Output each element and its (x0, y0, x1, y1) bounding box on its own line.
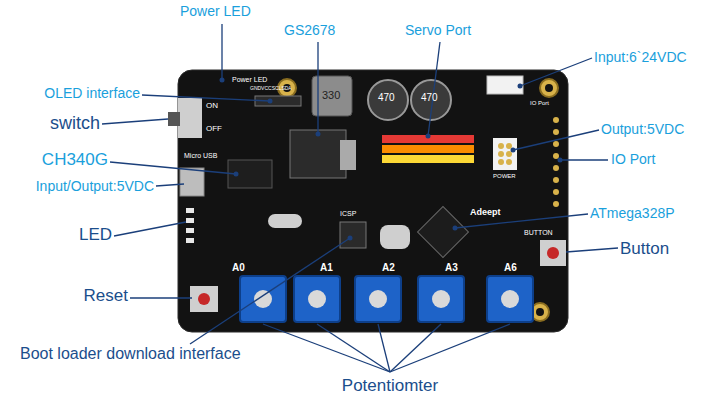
callout-label: LED (79, 226, 112, 245)
silkscreen-text: BUTTON (524, 229, 553, 237)
callout-label: Boot loader download interface (20, 345, 241, 363)
silkscreen-text: Power LED (232, 76, 267, 84)
callout-label: Button (620, 240, 669, 259)
silkscreen-text: Micro USB (184, 152, 217, 160)
callout-label: GS2678 (284, 23, 335, 38)
callout-label: OLED interface (44, 86, 140, 101)
silkscreen-text: GNDVCCSCLSDA (250, 86, 292, 92)
callout-label: Power LED (180, 4, 251, 19)
callout-label: switch (50, 114, 100, 134)
silkscreen-text: A0 (232, 262, 245, 273)
component-marking: 470 (421, 92, 438, 103)
callout-label: Input/Output:5VDC (36, 179, 154, 194)
silkscreen-text: POWER (493, 173, 516, 180)
silkscreen-text: A3 (445, 262, 458, 273)
callout-label: IO Port (611, 152, 655, 167)
callout-label: Input:6`24VDC (594, 50, 687, 65)
silkscreen-text: A1 (320, 262, 333, 273)
component-marking: 470 (378, 92, 395, 103)
silkscreen-text: ICSP (340, 210, 356, 218)
silkscreen-text: A6 (504, 262, 517, 273)
component-marking: 330 (322, 89, 340, 101)
callout-label: Output:5VDC (601, 122, 684, 137)
callout-label: ATmega328P (590, 206, 675, 221)
silkscreen-text: IO Port (530, 100, 549, 107)
callout-label: CH340G (42, 151, 108, 170)
callout-label: Reset (84, 287, 128, 306)
silkscreen-text: A2 (382, 262, 395, 273)
silkscreen-text: Adeept (470, 208, 501, 218)
callout-label: Servo Port (405, 23, 471, 38)
silkscreen-text: ON (206, 102, 218, 111)
callout-label: Potentiomter (342, 377, 438, 396)
silkscreen-text: OFF (206, 125, 222, 134)
